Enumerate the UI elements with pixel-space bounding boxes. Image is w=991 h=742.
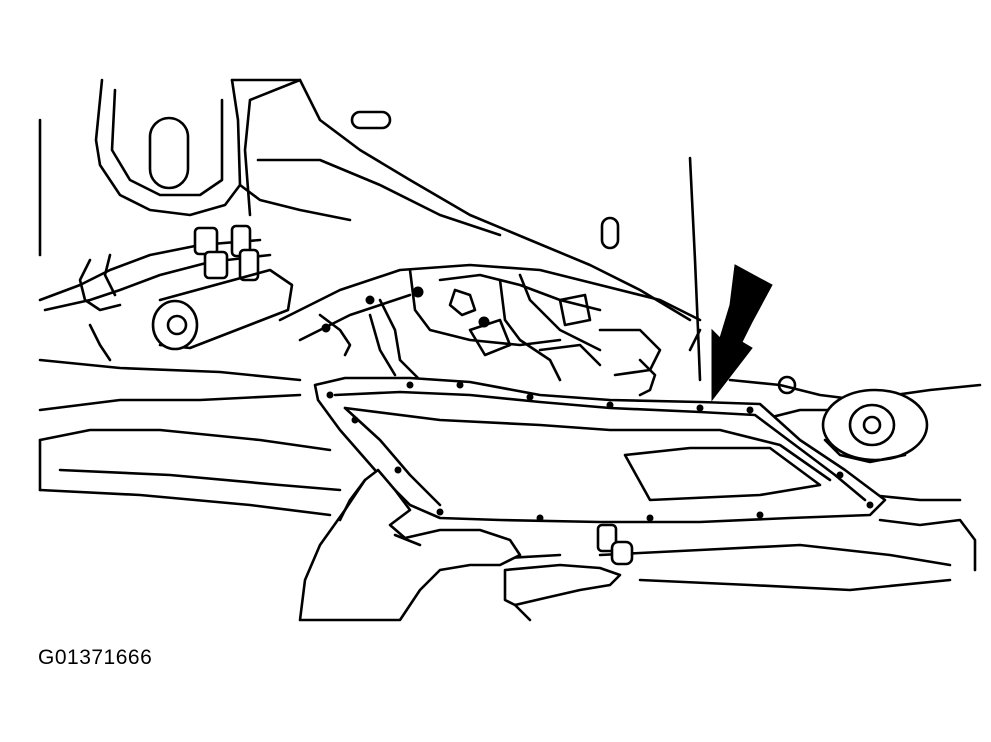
lower-frame-rails — [38, 323, 982, 592]
transmission-valve-body — [278, 263, 702, 397]
transmission-oil-pan — [313, 376, 887, 566]
callout-arrow — [688, 156, 773, 402]
technician-hands — [298, 468, 622, 622]
figure-id-label: G01371666 — [38, 646, 153, 669]
vehicle-underbody-frame — [38, 78, 692, 351]
